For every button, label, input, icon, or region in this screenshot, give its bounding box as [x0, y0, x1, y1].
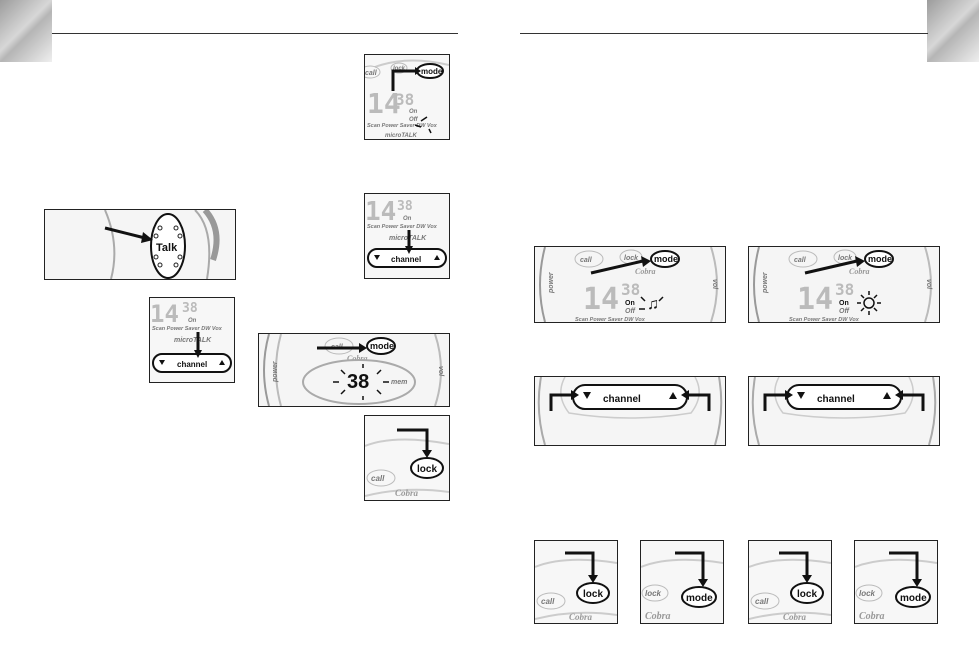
mode-label: mode: [421, 67, 443, 76]
mode-label: mode: [370, 341, 394, 351]
corner-tab: [0, 0, 52, 62]
svg-text:14: 14: [367, 87, 401, 120]
call-label: call: [755, 597, 769, 606]
vol-label: vol: [711, 279, 718, 290]
talk-label: Talk: [156, 242, 178, 254]
lock-label: lock: [838, 255, 853, 262]
figure-channel-both-1: channel: [534, 376, 726, 446]
on-indicator: On: [403, 216, 412, 222]
figure-channel-right: 14 38 On Scan Power Saver DW Vox microTA…: [364, 193, 450, 279]
brand-logo: Cobra: [395, 488, 419, 498]
channel-label: channel: [391, 255, 421, 264]
mode-label: mode: [900, 593, 927, 604]
model-label: microTALK: [385, 133, 418, 139]
status-row: Scan Power Saver DW Vox: [789, 317, 860, 322]
lock-label: lock: [645, 589, 662, 598]
lock-label: lock: [624, 255, 639, 262]
brand-logo: Cobra: [635, 267, 655, 276]
lock-label: lock: [797, 589, 817, 600]
figure-mode-2: lock mode Cobra: [854, 540, 938, 624]
figure-talk-button: Talk: [44, 209, 236, 280]
figure-mode-calltone: power vol call lock mode Cobra 14 38 On …: [534, 246, 726, 323]
vol-label: vol: [925, 279, 932, 290]
figure-mode-dualwatch: call lock mode 14 38 On Off Scan Power S…: [364, 54, 450, 140]
svg-text:14: 14: [365, 197, 396, 227]
left-page: call lock mode 14 38 On Off Scan Power S…: [0, 0, 489, 649]
off-indicator: Off: [409, 117, 419, 123]
brand-logo: Cobra: [347, 354, 367, 363]
vibrate-icon: [863, 297, 875, 309]
call-label: call: [541, 597, 555, 606]
call-label: call: [365, 70, 378, 77]
status-row: Scan Power Saver DW Vox: [152, 326, 223, 332]
figure-channel-both-2: channel: [748, 376, 940, 446]
brand-logo: Cobra: [783, 612, 807, 622]
svg-text:38: 38: [182, 301, 198, 316]
channel-label: channel: [817, 394, 855, 405]
figure-mode-vibrate: power vol call lock mode Cobra 14 38 On …: [748, 246, 940, 323]
channel-display: 38: [395, 90, 414, 109]
vol-label: vol: [437, 366, 444, 377]
figure-lock-button: call lock Cobra: [364, 415, 450, 501]
figure-lock-1: call lock Cobra: [534, 540, 618, 624]
brand-logo: Cobra: [645, 611, 671, 622]
mode-label: mode: [868, 254, 892, 264]
mode-button[interactable]: [864, 250, 894, 268]
on-indicator: On: [625, 300, 635, 307]
mode-label: mode: [654, 254, 678, 264]
mode-button[interactable]: [895, 586, 931, 608]
call-label: call: [580, 257, 593, 264]
status-row: Scan Power Saver DW Vox: [367, 224, 438, 230]
on-indicator: On: [839, 300, 849, 307]
figure-lock-2: call lock Cobra: [748, 540, 832, 624]
power-label: power: [762, 271, 769, 294]
figure-mode-channel-blink: power vol call mode Cobra 38 mem: [258, 333, 450, 407]
svg-text:14: 14: [150, 300, 179, 328]
lock-label: lock: [393, 66, 406, 72]
svg-text:38: 38: [397, 199, 413, 214]
right-page: power vol call lock mode Cobra 14 38 On …: [490, 0, 979, 649]
power-label: power: [272, 360, 279, 383]
off-indicator: Off: [625, 308, 636, 315]
off-indicator: Off: [839, 308, 850, 315]
on-indicator: On: [409, 109, 418, 115]
channel-button[interactable]: [152, 353, 232, 373]
svg-text:14: 14: [797, 282, 833, 317]
channel-label: channel: [177, 360, 207, 369]
figure-mode-1: lock mode Cobra: [640, 540, 724, 624]
svg-text:38: 38: [621, 280, 640, 299]
corner-tab: [927, 0, 979, 62]
lock-label: lock: [583, 589, 603, 600]
on-indicator: On: [188, 318, 197, 324]
svg-text:14: 14: [583, 282, 619, 317]
svg-text:38: 38: [835, 280, 854, 299]
lock-label: lock: [417, 464, 437, 475]
mem-indicator: mem: [391, 379, 407, 386]
mode-button[interactable]: [650, 250, 680, 268]
power-label: power: [548, 271, 555, 294]
call-label: call: [371, 474, 385, 483]
header-rule: [520, 33, 928, 34]
status-row: Scan Power Saver DW Vox: [575, 317, 646, 322]
channel-label: channel: [603, 394, 641, 405]
channel-display: 38: [347, 371, 369, 393]
mode-button[interactable]: [681, 586, 717, 608]
call-label: call: [794, 257, 807, 264]
music-note-icon: ♫: [647, 296, 659, 313]
brand-logo: Cobra: [569, 612, 593, 622]
lock-label: lock: [859, 589, 876, 598]
figure-channel-down: 14 38 On Scan Power Saver DW Vox microTA…: [149, 297, 235, 383]
mode-button[interactable]: [366, 337, 396, 355]
header-rule: [52, 33, 458, 34]
model-label: microTALK: [174, 337, 212, 344]
brand-logo: Cobra: [849, 267, 869, 276]
status-row: Scan Power Saver DW Vox: [367, 123, 438, 129]
mode-label: mode: [686, 593, 713, 604]
brand-logo: Cobra: [859, 611, 885, 622]
